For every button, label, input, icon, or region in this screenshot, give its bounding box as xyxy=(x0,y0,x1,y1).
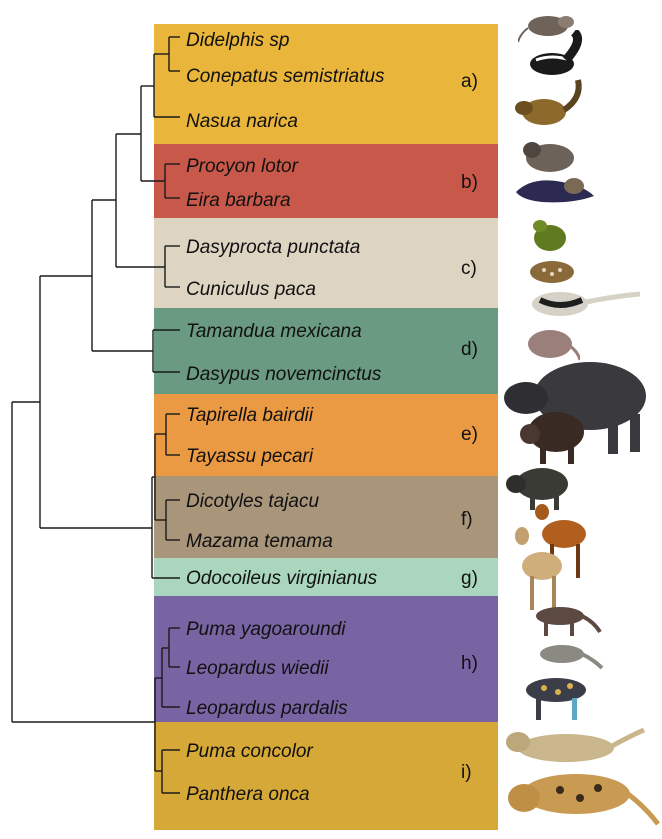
species-label: Panthera onca xyxy=(186,784,310,806)
species-label: Cuniculus paca xyxy=(186,279,316,301)
group-label-d: d) xyxy=(461,339,478,361)
group-label-b: b) xyxy=(461,172,478,194)
jaguarundi-illustration xyxy=(528,596,602,638)
species-label: Nasua narica xyxy=(186,111,298,133)
paca-illustration xyxy=(526,254,578,288)
ocelot-illustration xyxy=(514,664,608,724)
coati-illustration xyxy=(512,78,592,136)
group-label-f: f) xyxy=(461,509,473,531)
species-label: Mazama temama xyxy=(186,531,333,553)
species-label: Leopardus wiedii xyxy=(186,658,329,680)
species-label: Odocoileus virginianus xyxy=(186,568,377,590)
jaguar-illustration xyxy=(500,764,660,834)
group-label-i: i) xyxy=(461,762,472,784)
species-label: Leopardus pardalis xyxy=(186,698,348,720)
skunk-illustration xyxy=(526,30,586,82)
species-label: Puma concolor xyxy=(186,741,313,763)
group-label-g: g) xyxy=(461,568,478,590)
species-label: Tayassu pecari xyxy=(186,446,313,468)
species-label: Didelphis sp xyxy=(186,30,290,52)
group-label-a: a) xyxy=(461,71,478,93)
species-label: Procyon lotor xyxy=(186,156,298,178)
species-label: Puma yagoaroundi xyxy=(186,619,346,641)
species-label: Dicotyles tajacu xyxy=(186,491,319,513)
species-label: Conepatus semistriatus xyxy=(186,66,385,88)
group-label-c: c) xyxy=(461,258,477,280)
group-label-h: h) xyxy=(461,653,478,675)
group-label-e: e) xyxy=(461,424,478,446)
agouti-illustration xyxy=(530,214,570,254)
species-label: Tapirella bairdii xyxy=(186,405,313,427)
anteater-illustration xyxy=(516,284,642,324)
white-lipped-peccary-illustration xyxy=(518,404,590,466)
species-label: Tamandua mexicana xyxy=(186,321,362,343)
species-label: Eira barbara xyxy=(186,190,291,212)
species-label: Dasyprocta punctata xyxy=(186,237,360,259)
species-label: Dasypus novemcinctus xyxy=(186,364,381,386)
tayra-illustration xyxy=(512,168,596,212)
